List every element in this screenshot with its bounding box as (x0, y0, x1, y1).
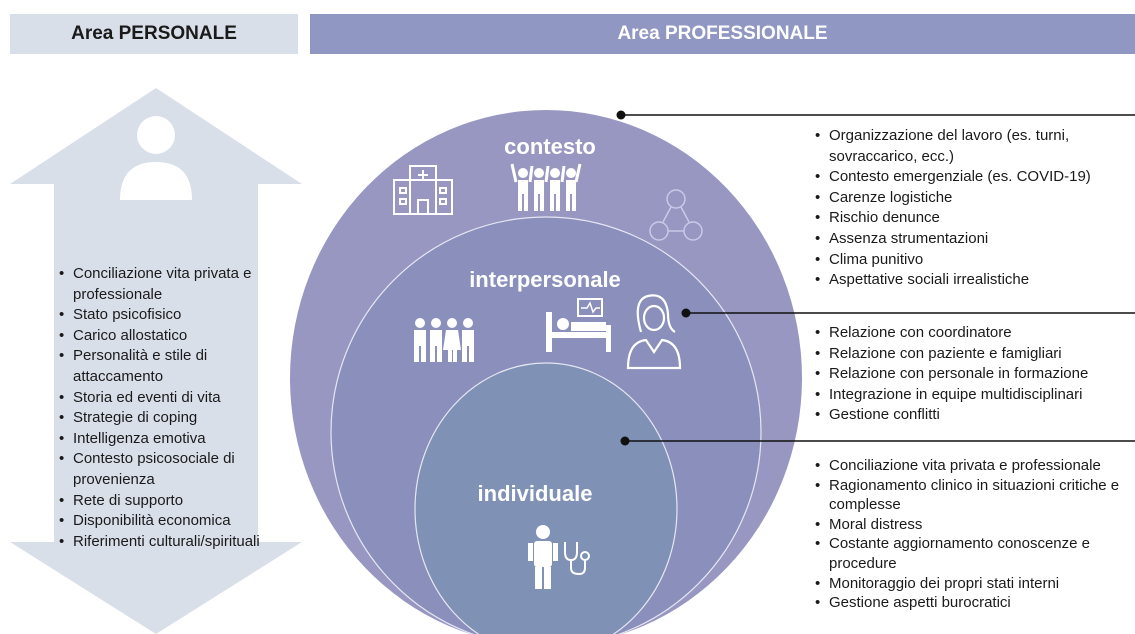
connector-contesto (616, 110, 1135, 120)
personal-area-title: Area PERSONALE (71, 23, 237, 44)
connector-individuale (620, 436, 1135, 446)
interpersonale-factors-list: Relazione con coordinatore Relazione con… (815, 323, 1135, 426)
list-item: Gestione aspetti burocratici (815, 593, 1120, 613)
list-item: Monitoraggio dei propri stati interni (815, 574, 1120, 594)
list-item: Organizzazione del lavoro (es. turni, so… (815, 126, 1135, 167)
list-item: Intelligenza emotiva (59, 429, 284, 450)
list-item: Costante aggiornamento conoscenze e proc… (815, 534, 1120, 573)
list-item: Personalità e stile di attaccamento (59, 346, 284, 387)
contesto-factors-list: Organizzazione del lavoro (es. turni, so… (815, 126, 1135, 291)
person-silhouette-icon (120, 116, 192, 200)
contesto-label: contesto (504, 134, 596, 159)
interpersonale-label: interpersonale (469, 267, 621, 292)
list-item: Strategie di coping (59, 408, 284, 429)
individuale-ring (414, 362, 678, 634)
individuale-label: individuale (477, 481, 593, 506)
list-item: Carenze logistiche (815, 188, 1135, 209)
list-item: Aspettative sociali irrealistiche (815, 270, 1135, 291)
connector-interpersonale (681, 308, 1135, 318)
list-item: Contesto psicosociale di provenienza (59, 449, 284, 490)
patient-bed-icon (546, 298, 611, 352)
list-item: Rete di supporto (59, 491, 284, 512)
list-item: Gestione conflitti (815, 405, 1135, 426)
people-group-icon (414, 318, 474, 362)
list-item: Carico allostatico (59, 326, 284, 347)
list-item: Relazione con coordinatore (815, 323, 1135, 344)
female-professional-icon (626, 294, 682, 370)
professional-area-title: Area PROFESSIONALE (617, 23, 828, 44)
personal-area-header: Area PERSONALE (10, 14, 298, 54)
list-item: Integrazione in equipe multidisciplinari (815, 385, 1135, 406)
doctor-stethoscope-icon (528, 525, 590, 589)
list-item: Conciliazione vita privata e professiona… (59, 264, 284, 305)
list-item: Storia ed eventi di vita (59, 388, 284, 409)
list-item: Relazione con paziente e famigliari (815, 344, 1135, 365)
professional-area-header: Area PROFESSIONALE (310, 14, 1135, 54)
people-network-icon (649, 189, 703, 241)
list-item: Riferimenti culturali/spirituali (59, 532, 284, 553)
list-item: Contesto emergenziale (es. COVID-19) (815, 167, 1135, 188)
individuale-factors-list: Conciliazione vita privata e professiona… (815, 456, 1120, 613)
list-item: Ragionamento clinico in situazioni criti… (815, 476, 1120, 515)
hospital-icon (393, 165, 453, 215)
list-item: Assenza strumentazioni (815, 229, 1135, 250)
list-item: Conciliazione vita privata e professiona… (815, 456, 1120, 476)
list-item: Disponibilità economica (59, 511, 284, 532)
list-item: Rischio denunce (815, 208, 1135, 229)
list-item: Relazione con personale in formazione (815, 364, 1135, 385)
people-cheering-icon (510, 163, 582, 211)
list-item: Stato psicofisico (59, 305, 284, 326)
list-item: Clima punitivo (815, 250, 1135, 271)
personal-factors-list: Conciliazione vita privata e professiona… (59, 264, 284, 552)
list-item: Moral distress (815, 515, 1120, 535)
